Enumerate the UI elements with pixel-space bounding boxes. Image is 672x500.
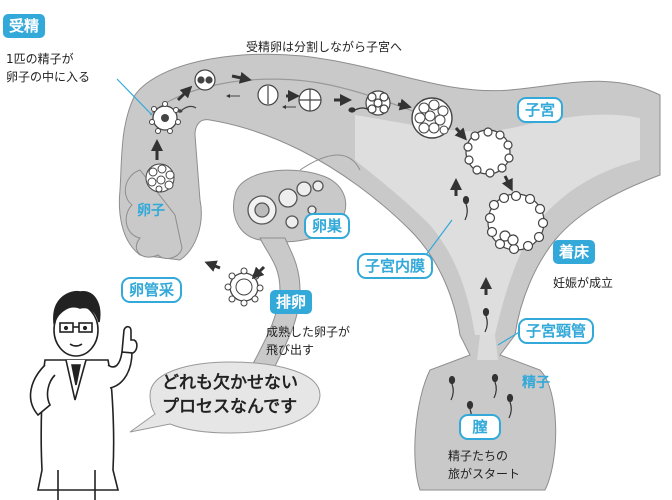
egg-cluster bbox=[145, 163, 175, 193]
sperm-label: 精子 bbox=[522, 375, 550, 391]
uterus-label: 子宮 bbox=[517, 97, 564, 123]
fertilization-badge: 受精 bbox=[3, 14, 46, 38]
fimbria-label: 卵管采 bbox=[121, 277, 183, 303]
fertilization-desc-1: 1匹の精子が bbox=[6, 52, 74, 66]
ovulation-badge: 排卵 bbox=[270, 290, 313, 314]
bubble-line-1: どれも欠かせない bbox=[162, 373, 298, 393]
cervix-label: 子宮頸管 bbox=[518, 318, 595, 344]
implantation-desc: 妊娠が成立 bbox=[553, 276, 614, 290]
egg-label: 卵子 bbox=[137, 203, 165, 219]
released-egg bbox=[224, 267, 264, 307]
morula bbox=[411, 97, 453, 139]
flow-arrows bbox=[151, 71, 513, 295]
vagina-label: 膣 bbox=[459, 414, 501, 440]
fertilization-desc-2: 卵子の中に入る bbox=[6, 70, 91, 84]
implantation-badge: 着床 bbox=[553, 240, 596, 264]
ovulation-desc-2: 飛び出す bbox=[266, 343, 315, 357]
diagram-title: 受精卵は分割しながら子宮へ bbox=[246, 40, 403, 54]
ovary-label: 卵巣 bbox=[304, 213, 351, 239]
ovulation-desc-1: 成熟した卵子が bbox=[266, 325, 351, 339]
speech-bubble bbox=[129, 361, 321, 434]
sperm-direction-arrows bbox=[226, 94, 296, 109]
blastocyst-1 bbox=[463, 127, 514, 178]
sperm-cells bbox=[348, 107, 514, 426]
endometrium-label: 子宮内膜 bbox=[357, 253, 434, 279]
blastocyst-2 bbox=[484, 190, 549, 255]
vagina-desc-2: 旅がスタート bbox=[448, 467, 521, 481]
bubble-line-2: プロセスなんです bbox=[162, 397, 298, 417]
cleavage-stages bbox=[194, 69, 391, 116]
fertilized-egg bbox=[149, 101, 197, 134]
ovary-follicles bbox=[247, 180, 324, 229]
doctor-character bbox=[29, 290, 138, 500]
vagina-desc-1: 精子たちの bbox=[448, 449, 509, 463]
